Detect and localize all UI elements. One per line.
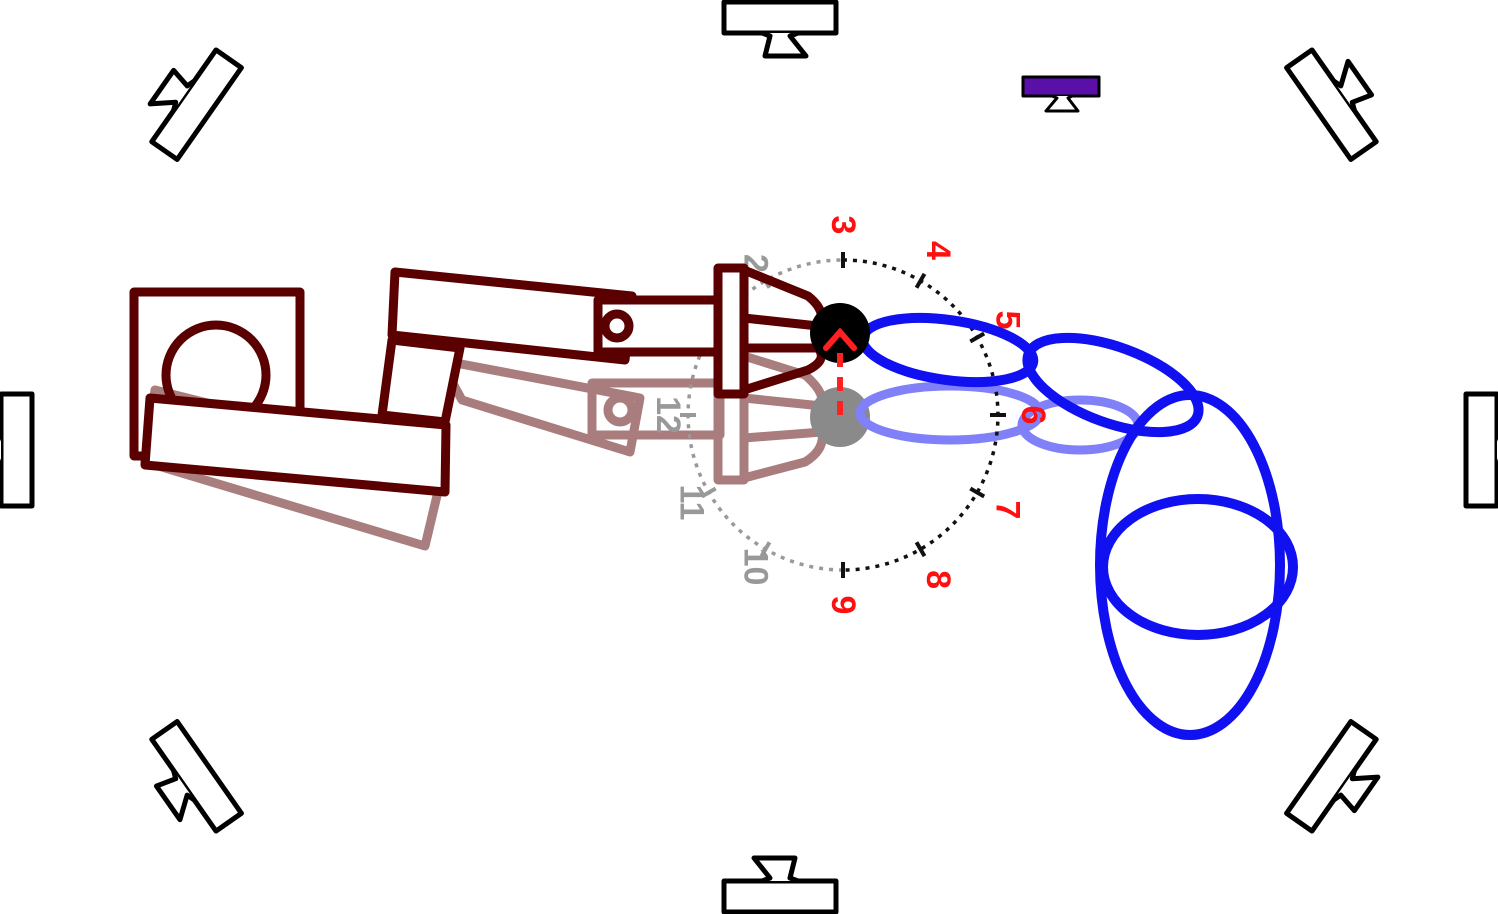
dial-label: 11 xyxy=(672,485,710,521)
upper-link-stub xyxy=(377,335,465,427)
monitor-icon xyxy=(1284,719,1381,834)
monitor-icon xyxy=(721,0,839,59)
dial-tick xyxy=(759,541,772,558)
highlighted-monitor-icon xyxy=(1021,75,1101,113)
dial-tick xyxy=(914,541,927,558)
monitor-icon xyxy=(721,855,839,914)
monitor-icon xyxy=(149,719,244,834)
monitor-icon xyxy=(147,47,244,162)
forearm-joint xyxy=(600,309,634,343)
dial-label: 3 xyxy=(824,216,862,235)
ellipse-link-2 xyxy=(1022,332,1204,438)
dial-label: 8 xyxy=(919,570,957,589)
dial-label: 7 xyxy=(989,501,1027,520)
motion-arrow xyxy=(823,327,857,415)
dial-label: 4 xyxy=(919,241,957,260)
ellipse-links xyxy=(857,312,1298,740)
ghost-joint xyxy=(603,393,637,427)
monitor-icon xyxy=(0,391,35,509)
dial-tick xyxy=(914,272,927,289)
dial-label: 10 xyxy=(737,548,775,586)
dial-tick xyxy=(969,486,986,499)
dial-label: 9 xyxy=(824,596,862,615)
base-link xyxy=(140,393,451,497)
robot-arm xyxy=(129,263,826,497)
monitor-icon xyxy=(1463,391,1498,509)
dial-label: 5 xyxy=(989,311,1027,330)
upper-link xyxy=(387,267,637,365)
dial-tick xyxy=(700,486,717,499)
dial-tick xyxy=(969,331,986,344)
ellipse-link-3 xyxy=(1095,390,1285,740)
ellipse-link-4 xyxy=(1098,494,1298,640)
dial-label: 6 xyxy=(1014,406,1052,425)
gripper-icon xyxy=(713,263,826,399)
target-ball-ghost xyxy=(810,387,870,447)
monitor-icon xyxy=(1284,47,1379,162)
dial-label: 12 xyxy=(649,396,687,434)
